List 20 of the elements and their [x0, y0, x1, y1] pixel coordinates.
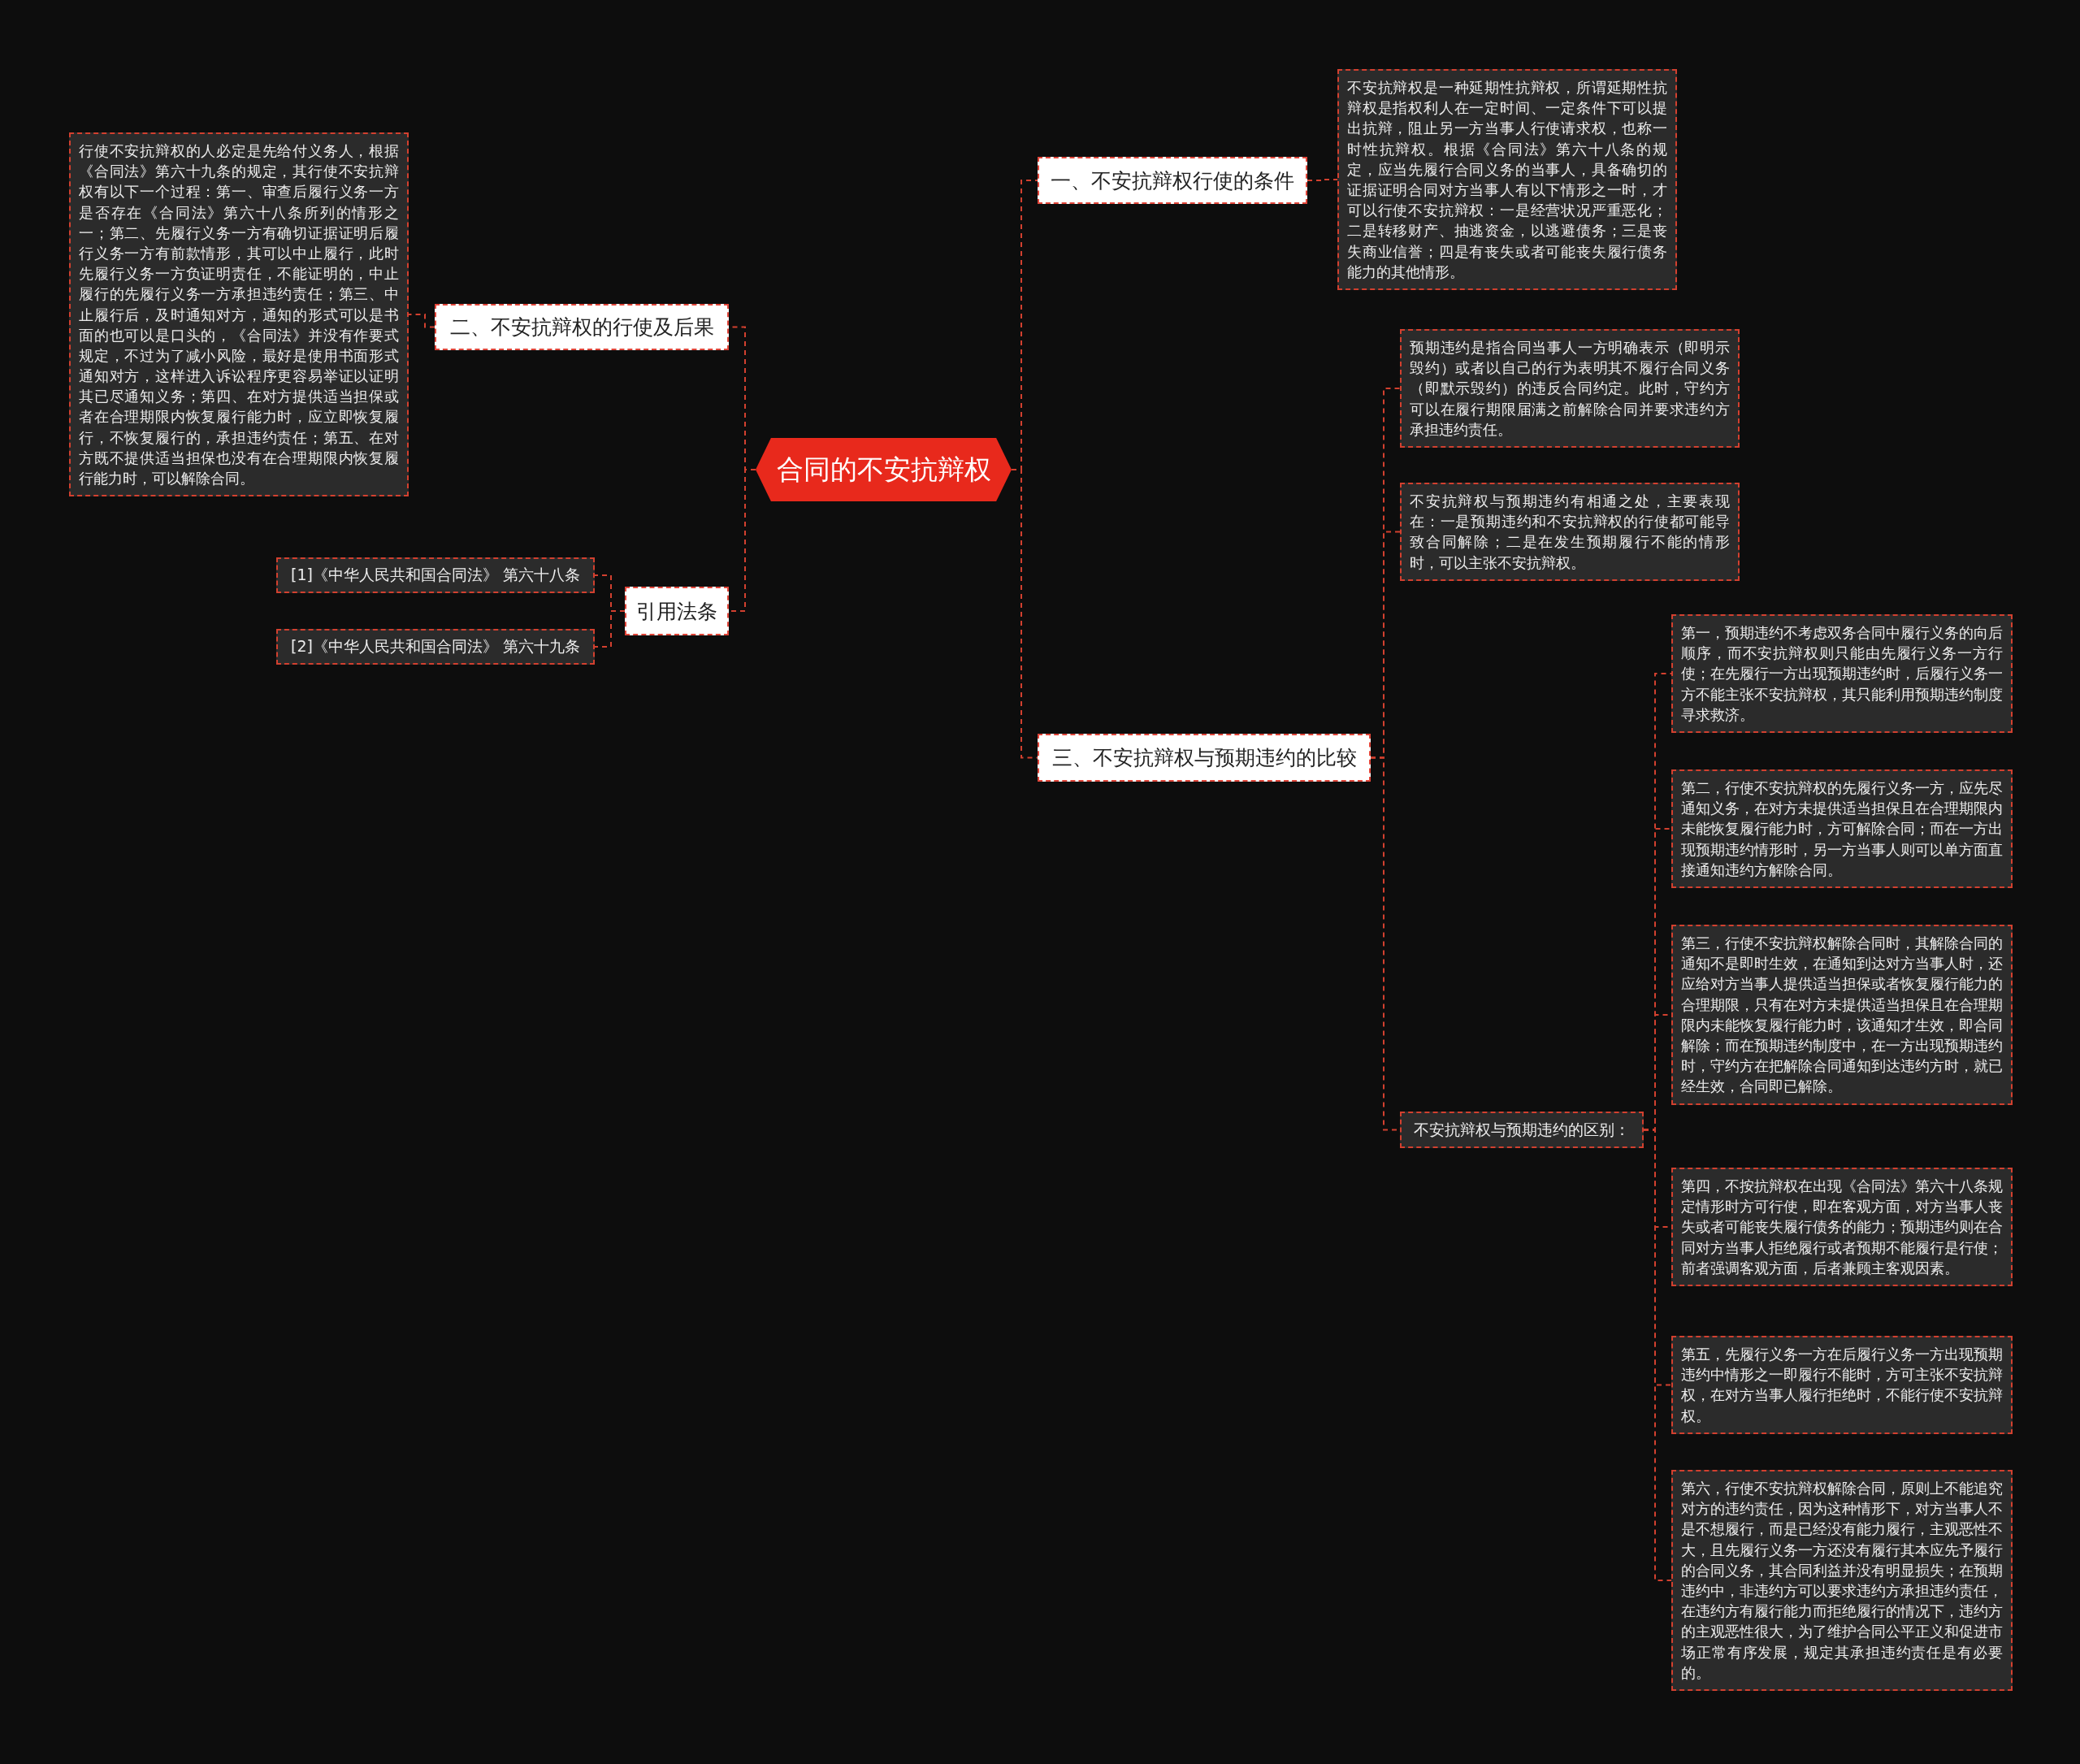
connector-line: [1306, 179, 1338, 181]
text-card: 第六，行使不安抗辩权解除合同，原则上不能追究对方的违约责任，因为这种情形下，对方当事人不是不想履行，而是已经没有能力履行，主观恶性不大，且先履行义务一方还没有履行其本应先予履行的合同义务，其合同利益并没有明显损失；在预期违约中，非违约方可以要求违约方承担违约责任，在违约方有履行能力而拒绝履行的情况下，违约方的主观恶性很大，为了维护合同公平正义和促进市场正常有序发展，规定其承担违约责任是有必要的。: [1671, 1470, 2013, 1691]
text-card: 第二，行使不安抗辩权的先履行义务一方，应先尽通知义务，在对方未提供适当担保且在合理期限内未能恢复履行能力时，方可解除合同；而在一方出现预期违约情形时，另一方当事人则可以单方面直接通知违约方解除合同。: [1671, 769, 2013, 888]
topic-box: 引用法条: [625, 587, 729, 635]
subtopic-box: [1]《中华人民共和国合同法》 第六十八条: [276, 557, 595, 593]
text-card: 预期违约是指合同当事人一方明确表示（即明示毁约）或者以自己的行为表明其不履行合同义务（即默示毁约）的违反合同约定。此时，守约方可以在履行期限届满之前解除合同并要求违约方承担违约责任。: [1400, 329, 1740, 448]
text-card: 行使不安抗辩权的人必定是先给付义务人，根据《合同法》第六十九条的规定，其行使不安抗辩权有以下一个过程：第一、审查后履行义务一方是否存在《合同法》第六十八条所列的情形之一；第二、先履行义务一方有确切证据证明后履行义务一方有前款情形，其可以中止履行，此时先履行义务一方负证明责任，不能证明的，中止履行的先履行义务一方承担违约责任；第三、中止履行后，及时通知对方，通知的形式可以是书面的也可以是口头的，《合同法》并没有作要式规定，不过为了减小风险，最好是使用书面形式通知对方，这样进入诉讼程序更容易举证以证明其已尽通知义务；第四、在对方提供适当担保或者在合理期限内恢复履行能力时，应立即恢复履行，不恢复履行的，承担违约责任；第五、在对方既不提供适当担保也没有在合理期限内恢复履行能力时，可以解除合同。: [69, 132, 409, 497]
topic-box: 一、不安抗辩权行使的条件: [1038, 157, 1307, 204]
text-card: 第四，不按抗辩权在出现《合同法》第六十八条规定情形时方可行使，即在客观方面，对方当事人丧失或者可能丧失履行债务的能力；预期违约则在合同对方当事人拒绝履行或者预期不能履行是行使；前者强调客观方面，后者兼顾主客观因素。: [1671, 1168, 2013, 1286]
subtopic-box: [2]《中华人民共和国合同法》 第六十九条: [276, 629, 595, 665]
connector-line: [594, 610, 626, 648]
text-card: 第一，预期违约不考虑双务合同中履行义务的向后顺序，而不安抗辩权则只能由先履行义务一方行使；在先履行一方出现预期违约时，后履行义务一方不能主张不安抗辩权，其只能利用预期违约制度寻求救济。: [1671, 614, 2013, 733]
topic-box: 三、不安抗辩权与预期违约的比较: [1038, 734, 1371, 782]
subtopic-box: 不安抗辩权与预期违约的区别：: [1400, 1112, 1644, 1148]
connector-line: [408, 314, 436, 328]
text-card: 第三，行使不安抗辩权解除合同时，其解除合同的通知不是即时生效，在通知到达对方当事人时，还应给对方当事人提供适当担保或者恢复履行能力的合理期限，只有在对方未提供适当担保且在合理期限内未能恢复履行能力时，该通知才生效，即合同解除；而在预期违约制度中，在一方出现预期违约时，守约方在把解除合同通知到达违约方时，就已经生效，合同即已解除。: [1671, 925, 2013, 1105]
topic-box: 二、不安抗辩权的行使及后果: [435, 304, 729, 350]
text-card: 第五，先履行义务一方在后履行义务一方出现预期违约中情形之一即履行不能时，方可主张不安抗辩权，在对方当事人履行拒绝时，不能行使不安抗辩权。: [1671, 1336, 2013, 1434]
text-card: 不安抗辩权与预期违约有相通之处，主要表现在：一是预期违约和不安抗辩权的行使都可能导致合同解除；二是在发生预期履行不能的情形时，可以主张不安抗辩权。: [1400, 483, 1740, 581]
text-card: 不安抗辩权是一种延期性抗辩权，所谓延期性抗辩权是指权利人在一定时间、一定条件下可以提出抗辩，阻止另一方当事人行使请求权，也称一时性抗辩权。根据《合同法》第六十八条的规定，应当先履行合同义务的当事人，具备确切的证据证明合同对方当事人有以下情形之一时，才可以行使不安抗辩权：一是经营状况严重恶化；二是转移财产、抽逃资金，以逃避债务；三是丧失商业信誉；四是有丧失或者可能丧失履行债务能力的其他情形。: [1337, 69, 1677, 290]
